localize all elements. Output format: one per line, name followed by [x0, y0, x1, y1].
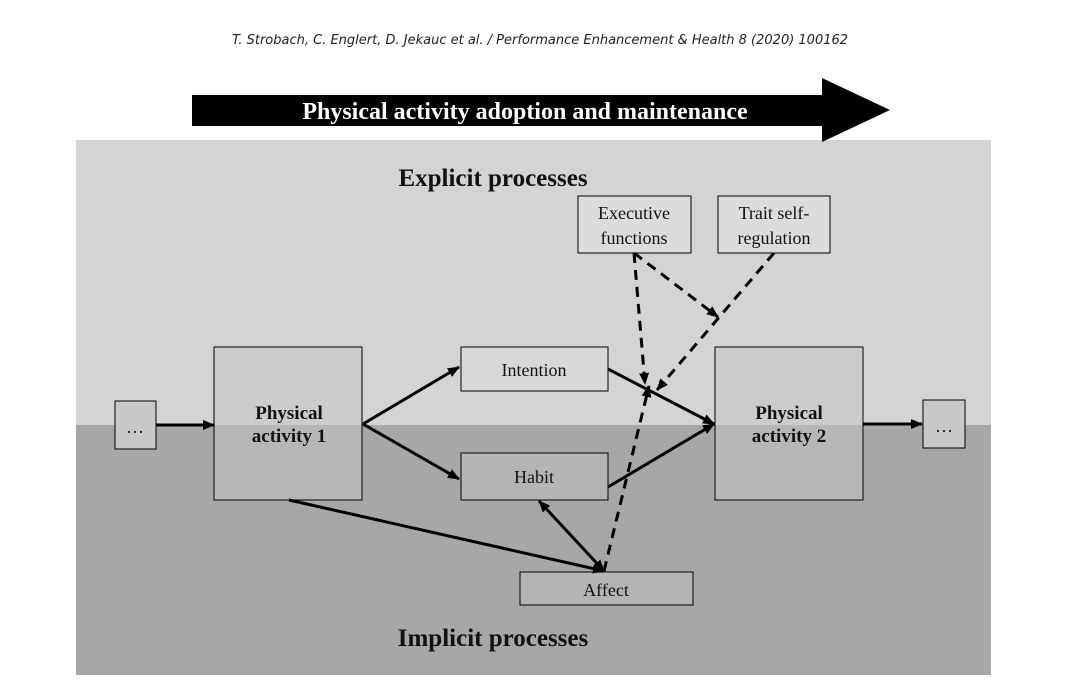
dashed-exec-to-intention-path [632, 252, 650, 385]
explicit-processes-label: Explicit processes [398, 165, 587, 192]
box-intention: Intention [460, 346, 609, 392]
trait-label-line1: Trait self- [739, 203, 810, 223]
pa2-label-line1: Physical [755, 403, 823, 424]
pa1-label-line2: activity 1 [252, 426, 326, 447]
dots-left-label: … [126, 417, 144, 437]
box-dots-left: … [114, 400, 157, 450]
title-arrow: Physical activity adoption and maintenan… [192, 78, 890, 142]
habit-label: Habit [514, 467, 554, 487]
arrow-habit-to-pa2 [607, 422, 715, 489]
page-header-citation: T. Strobach, C. Englert, D. Jekauc et al… [231, 33, 849, 48]
dots-right-label: … [935, 416, 953, 436]
box-physical-activity-2: Physical activity 2 [714, 346, 864, 501]
implicit-processes-label: Implicit processes [398, 625, 589, 652]
dashed-trait-to-intention-path [655, 252, 776, 391]
affect-label: Affect [583, 580, 629, 600]
exec-label-line1: Executive [598, 203, 670, 223]
exec-label-line2: functions [601, 228, 668, 248]
box-physical-activity-1: Physical activity 1 [213, 346, 363, 501]
box-dots-right: … [922, 399, 966, 449]
title-arrow-label: Physical activity adoption and maintenan… [302, 99, 748, 125]
trait-label-line2: regulation [738, 228, 811, 248]
arrow-pa1-to-habit [362, 422, 460, 481]
pa1-label-line1: Physical [255, 403, 323, 424]
dashed-affect-to-intention-path [602, 385, 652, 572]
pa2-label-line2: activity 2 [752, 426, 826, 447]
arrow-intention-to-pa2 [607, 367, 715, 426]
box-affect: Affect [519, 571, 694, 606]
dashed-exec-to-habit-path [633, 251, 719, 319]
box-trait-self-regulation: Trait self- regulation [717, 195, 831, 254]
box-habit: Habit [460, 452, 609, 501]
arrow-affect-habit-bidirectional [537, 499, 606, 573]
intention-label: Intention [502, 360, 567, 380]
box-executive-functions: Executive functions [577, 195, 692, 254]
arrow-pa1-to-intention [362, 365, 460, 426]
